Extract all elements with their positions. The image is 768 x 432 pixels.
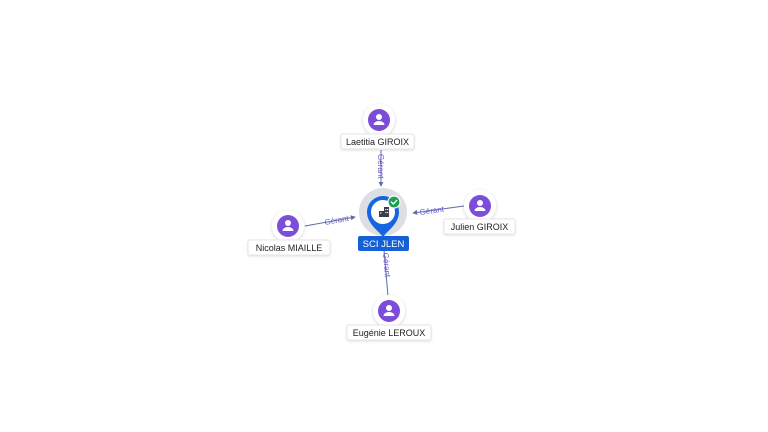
edge-label-eugenie: Gérant — [381, 252, 392, 278]
person-icon — [373, 114, 385, 125]
edge-eugenie: Gérant — [381, 249, 392, 297]
person-icon — [282, 220, 294, 231]
edge-label-laetitia: Gérant — [376, 154, 385, 179]
person-name-eugenie: Eugénie LEROUX — [353, 328, 426, 338]
name-box-nicolas — [247, 239, 331, 256]
edge-label-julien: Gérant — [419, 205, 445, 217]
edge-julien: Gérant — [412, 205, 465, 217]
edge-laetitia: Gérant — [376, 150, 385, 187]
person-node-eugenie[interactable]: Eugénie LEROUX — [346, 295, 432, 341]
edge-label-nicolas: Gérant — [324, 214, 350, 227]
name-box-eugenie — [346, 324, 432, 341]
person-name-laetitia: Laetitia GIROIX — [346, 137, 409, 147]
person-name-julien: Julien GIROIX — [451, 222, 509, 232]
person-name-nicolas: Nicolas MIAILLE — [256, 243, 323, 253]
person-icon — [474, 200, 486, 211]
edge-nicolas: Gérant — [304, 214, 356, 227]
company-name: SCI JLEN — [363, 239, 405, 250]
company-node[interactable]: SCI JLEN — [358, 188, 409, 251]
name-box-julien — [443, 218, 516, 235]
person-node-julien[interactable]: Julien GIROIX — [443, 190, 516, 235]
person-node-laetitia[interactable]: Laetitia GIROIX — [340, 104, 415, 150]
edges: Gérant Gérant Gérant Gérant — [304, 150, 465, 297]
check-icon — [387, 195, 401, 209]
building-icon — [379, 207, 389, 217]
name-box-laetitia — [340, 133, 415, 150]
person-icon — [383, 305, 395, 316]
person-node-nicolas[interactable]: Nicolas MIAILLE — [247, 210, 331, 256]
company-label — [358, 236, 409, 251]
